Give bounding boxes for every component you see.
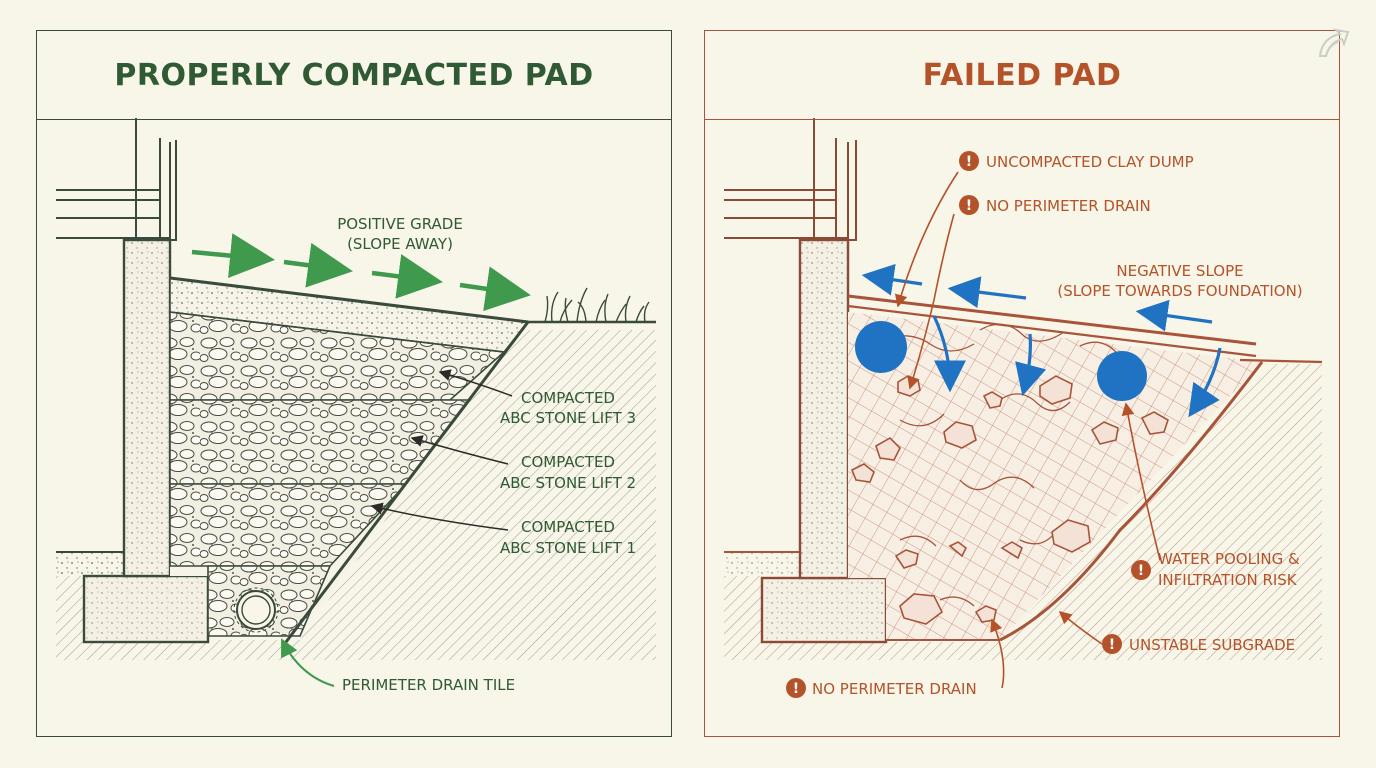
no-drain-top-leader bbox=[907, 213, 955, 390]
lift-3-label-2: ABC STONE LIFT 3 bbox=[500, 409, 636, 427]
left-ground-inner bbox=[56, 552, 126, 576]
grass-icon bbox=[544, 287, 650, 323]
negative-slope-label-2: (SLOPE TOWARDS FOUNDATION) bbox=[1057, 282, 1302, 300]
svg-text:!: ! bbox=[1138, 563, 1144, 579]
failed-pad-panel: FAILED PAD bbox=[704, 30, 1340, 737]
clay-texture bbox=[879, 323, 1117, 607]
no-drain-top-label: NO PERIMETER DRAIN bbox=[986, 197, 1151, 215]
water-flow-arrows bbox=[861, 263, 1222, 418]
alert-icon: ! bbox=[959, 151, 979, 171]
left-panel-title: PROPERLY COMPACTED PAD bbox=[114, 57, 594, 93]
positive-grade-label-1: POSITIVE GRADE bbox=[337, 215, 463, 233]
lift-2-leader bbox=[410, 435, 509, 465]
svg-text:!: ! bbox=[966, 154, 972, 170]
alert-icon: ! bbox=[1131, 560, 1151, 580]
alert-icon: ! bbox=[959, 195, 979, 215]
clay-fill-crosshatch bbox=[848, 312, 1262, 640]
svg-text:!: ! bbox=[793, 681, 799, 697]
water-leader bbox=[1121, 402, 1161, 561]
lift-2-label-1: COMPACTED bbox=[521, 453, 615, 471]
lift-1-label-2: ABC STONE LIFT 1 bbox=[500, 539, 636, 557]
negative-slope-line-lower bbox=[847, 304, 1257, 358]
unstable-label: UNSTABLE SUBGRADE bbox=[1129, 636, 1295, 654]
left-panel-header: PROPERLY COMPACTED PAD bbox=[37, 31, 671, 120]
lift-1-leader bbox=[370, 502, 509, 531]
lift-2-label-2: ABC STONE LIFT 2 bbox=[500, 474, 636, 492]
negative-slope-label-1: NEGATIVE SLOPE bbox=[1116, 262, 1243, 280]
water-pool-right bbox=[1097, 351, 1147, 401]
right-house-siding bbox=[724, 118, 857, 241]
right-panel-header: FAILED PAD bbox=[705, 31, 1339, 120]
unstable-slope-line bbox=[999, 361, 1264, 642]
lift-1-label-1: COMPACTED bbox=[521, 518, 615, 536]
negative-slope-line-upper bbox=[847, 294, 1257, 346]
left-scene: POSITIVE GRADE (SLOPE AWAY) COMPACTED AB… bbox=[56, 118, 656, 694]
drain-leader bbox=[281, 638, 335, 687]
unstable-leader bbox=[1058, 610, 1103, 645]
alert-icon: ! bbox=[1102, 634, 1122, 654]
lift-3-label-1: COMPACTED bbox=[521, 389, 615, 407]
water-pool-left bbox=[855, 321, 907, 373]
no-drain-bottom-label: NO PERIMETER DRAIN bbox=[812, 680, 977, 698]
right-scene: ! UNCOMPACTED CLAY DUMP ! NO PERIMETER D… bbox=[724, 118, 1323, 698]
clay-label: UNCOMPACTED CLAY DUMP bbox=[986, 153, 1194, 171]
positive-grade-line bbox=[169, 276, 529, 324]
left-house-siding bbox=[56, 118, 177, 241]
perimeter-drain-tile bbox=[233, 587, 279, 633]
clay-clods bbox=[850, 375, 1169, 625]
excavation-slope-line bbox=[284, 321, 530, 643]
water-label-1: WATER POOLING & bbox=[1158, 550, 1300, 568]
svg-text:!: ! bbox=[1109, 637, 1115, 653]
alert-icon: ! bbox=[786, 678, 806, 698]
positive-grade-arrows bbox=[191, 233, 531, 312]
positive-grade-label-2: (SLOPE AWAY) bbox=[347, 235, 453, 253]
svg-text:!: ! bbox=[966, 198, 972, 214]
logo-icon bbox=[1318, 28, 1350, 57]
left-earth-hatch bbox=[56, 330, 656, 660]
clay-leader bbox=[894, 171, 959, 308]
properly-compacted-panel: PROPERLY COMPACTED PAD bbox=[36, 30, 672, 737]
water-label-2: INFILTRATION RISK bbox=[1158, 571, 1298, 589]
right-panel-title: FAILED PAD bbox=[922, 57, 1122, 93]
right-earth-hatch bbox=[724, 364, 1322, 660]
no-drain-bottom-leader bbox=[990, 618, 1005, 689]
lift-3-leader bbox=[438, 369, 513, 397]
drain-label: PERIMETER DRAIN TILE bbox=[342, 676, 515, 694]
